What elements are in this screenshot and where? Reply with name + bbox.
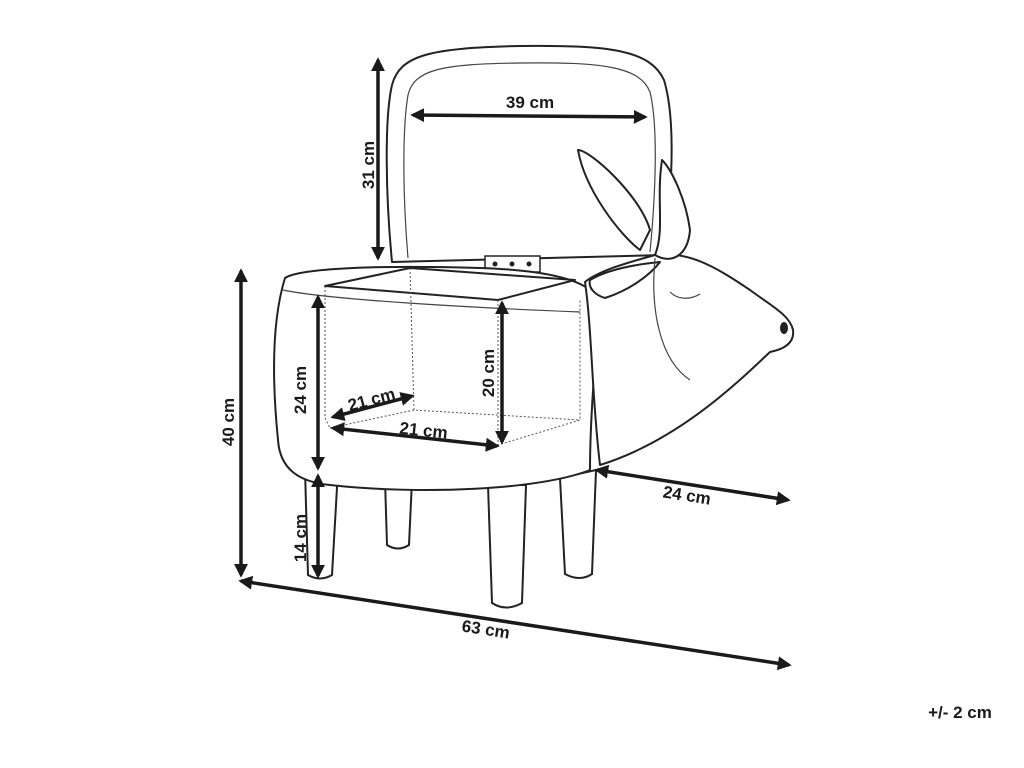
dimension-lines	[234, 57, 792, 671]
stool-body	[273, 265, 601, 491]
dim-total-length	[238, 575, 792, 671]
dim-storage-width-front	[330, 422, 500, 452]
dim-depth	[594, 464, 791, 506]
label-leg-height: 14 cm	[291, 514, 310, 562]
label-lid-width: 39 cm	[506, 93, 554, 112]
reindeer-head	[577, 149, 795, 466]
dim-lid-width	[410, 108, 648, 124]
label-body-height: 24 cm	[291, 366, 310, 414]
label-total-height: 40 cm	[219, 398, 238, 446]
label-storage-width-front: 21 cm	[399, 419, 449, 443]
label-lid-height: 31 cm	[359, 141, 378, 189]
label-storage-depth: 20 cm	[479, 349, 498, 397]
tolerance-note: +/- 2 cm	[928, 703, 992, 722]
dim-storage-width-back	[330, 392, 415, 421]
open-lid	[385, 44, 673, 273]
